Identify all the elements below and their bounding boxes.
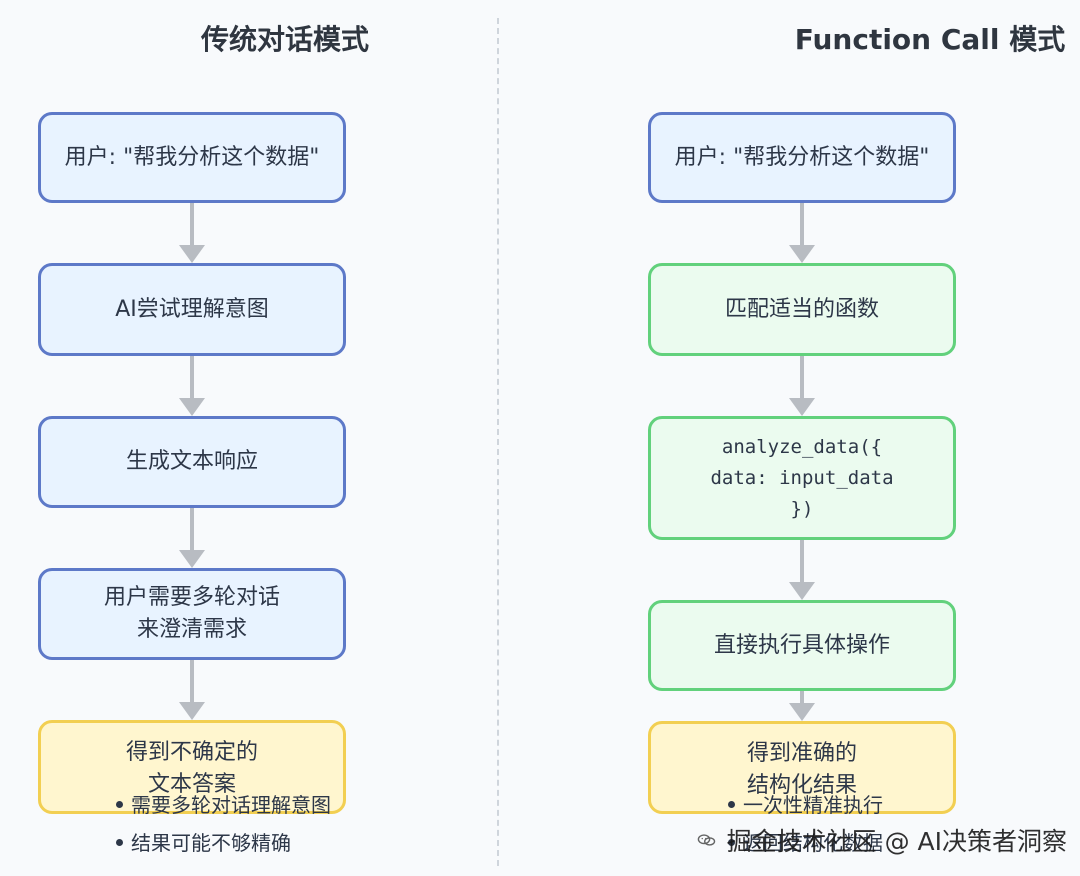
right-user-request-node: 用户: "帮我分析这个数据" — [648, 112, 956, 203]
arrow-down-icon — [190, 356, 194, 398]
right-arrow-3 — [787, 540, 817, 600]
right-match-function-node: 匹配适当的函数 — [648, 263, 956, 356]
bullet-icon — [728, 839, 735, 846]
left-arrow-1 — [177, 203, 207, 263]
arrow-head-icon — [789, 398, 815, 416]
left-title: 传统对话模式 — [200, 23, 369, 56]
arrow-head-icon — [789, 245, 815, 263]
arrow-down-icon — [800, 540, 804, 582]
arrow-head-icon — [179, 398, 205, 416]
arrow-head-icon — [789, 703, 815, 721]
arrow-down-icon — [800, 691, 804, 703]
left-text-response-node: 生成文本响应 — [38, 416, 346, 508]
watermark-text: 掘金技术社区 @ AI决策者洞察 — [726, 827, 1067, 856]
right-note-1: 一次性精准执行 — [728, 792, 883, 818]
bullet-icon — [116, 801, 123, 808]
left-result-node: 得到不确定的 文本答案 — [38, 720, 346, 814]
right-arrow-4 — [787, 691, 817, 721]
center-divider — [497, 18, 499, 866]
arrow-head-icon — [179, 550, 205, 568]
bullet-icon — [728, 801, 735, 808]
arrow-down-icon — [800, 356, 804, 398]
arrow-down-icon — [800, 203, 804, 245]
left-note-1: 需要多轮对话理解意图 — [116, 792, 331, 818]
left-note-2: 结果可能不够精确 — [116, 830, 291, 856]
arrow-head-icon — [179, 702, 205, 720]
bullet-icon — [116, 839, 123, 846]
left-arrow-4 — [177, 660, 207, 720]
right-note-text-1: 一次性精准执行 — [743, 793, 883, 817]
wechat-icon — [697, 834, 716, 846]
right-execute-node: 直接执行具体操作 — [648, 600, 956, 691]
right-title: Function Call 模式 — [794, 23, 1066, 56]
left-note-text-1: 需要多轮对话理解意图 — [131, 793, 331, 817]
arrow-head-icon — [179, 245, 205, 263]
left-intent-node: AI尝试理解意图 — [38, 263, 346, 356]
right-result-node: 得到准确的 结构化结果 — [648, 721, 956, 814]
left-note-text-2: 结果可能不够精确 — [131, 831, 291, 855]
right-note-text-2: 返回结构化数据 — [743, 831, 883, 855]
right-arrow-1 — [787, 203, 817, 263]
right-note-2: 返回结构化数据 — [728, 830, 883, 856]
arrow-down-icon — [190, 203, 194, 245]
left-arrow-2 — [177, 356, 207, 416]
arrow-down-icon — [190, 508, 194, 550]
right-function-call-node: analyze_data({ data: input_data }) — [648, 416, 956, 540]
left-multiturn-node: 用户需要多轮对话 来澄清需求 — [38, 568, 346, 660]
arrow-head-icon — [789, 582, 815, 600]
watermark: 掘金技术社区 @ AI决策者洞察 — [697, 818, 1067, 862]
right-arrow-2 — [787, 356, 817, 416]
left-user-request-node: 用户: "帮我分析这个数据" — [38, 112, 346, 203]
arrow-down-icon — [190, 660, 194, 702]
left-arrow-3 — [177, 508, 207, 568]
